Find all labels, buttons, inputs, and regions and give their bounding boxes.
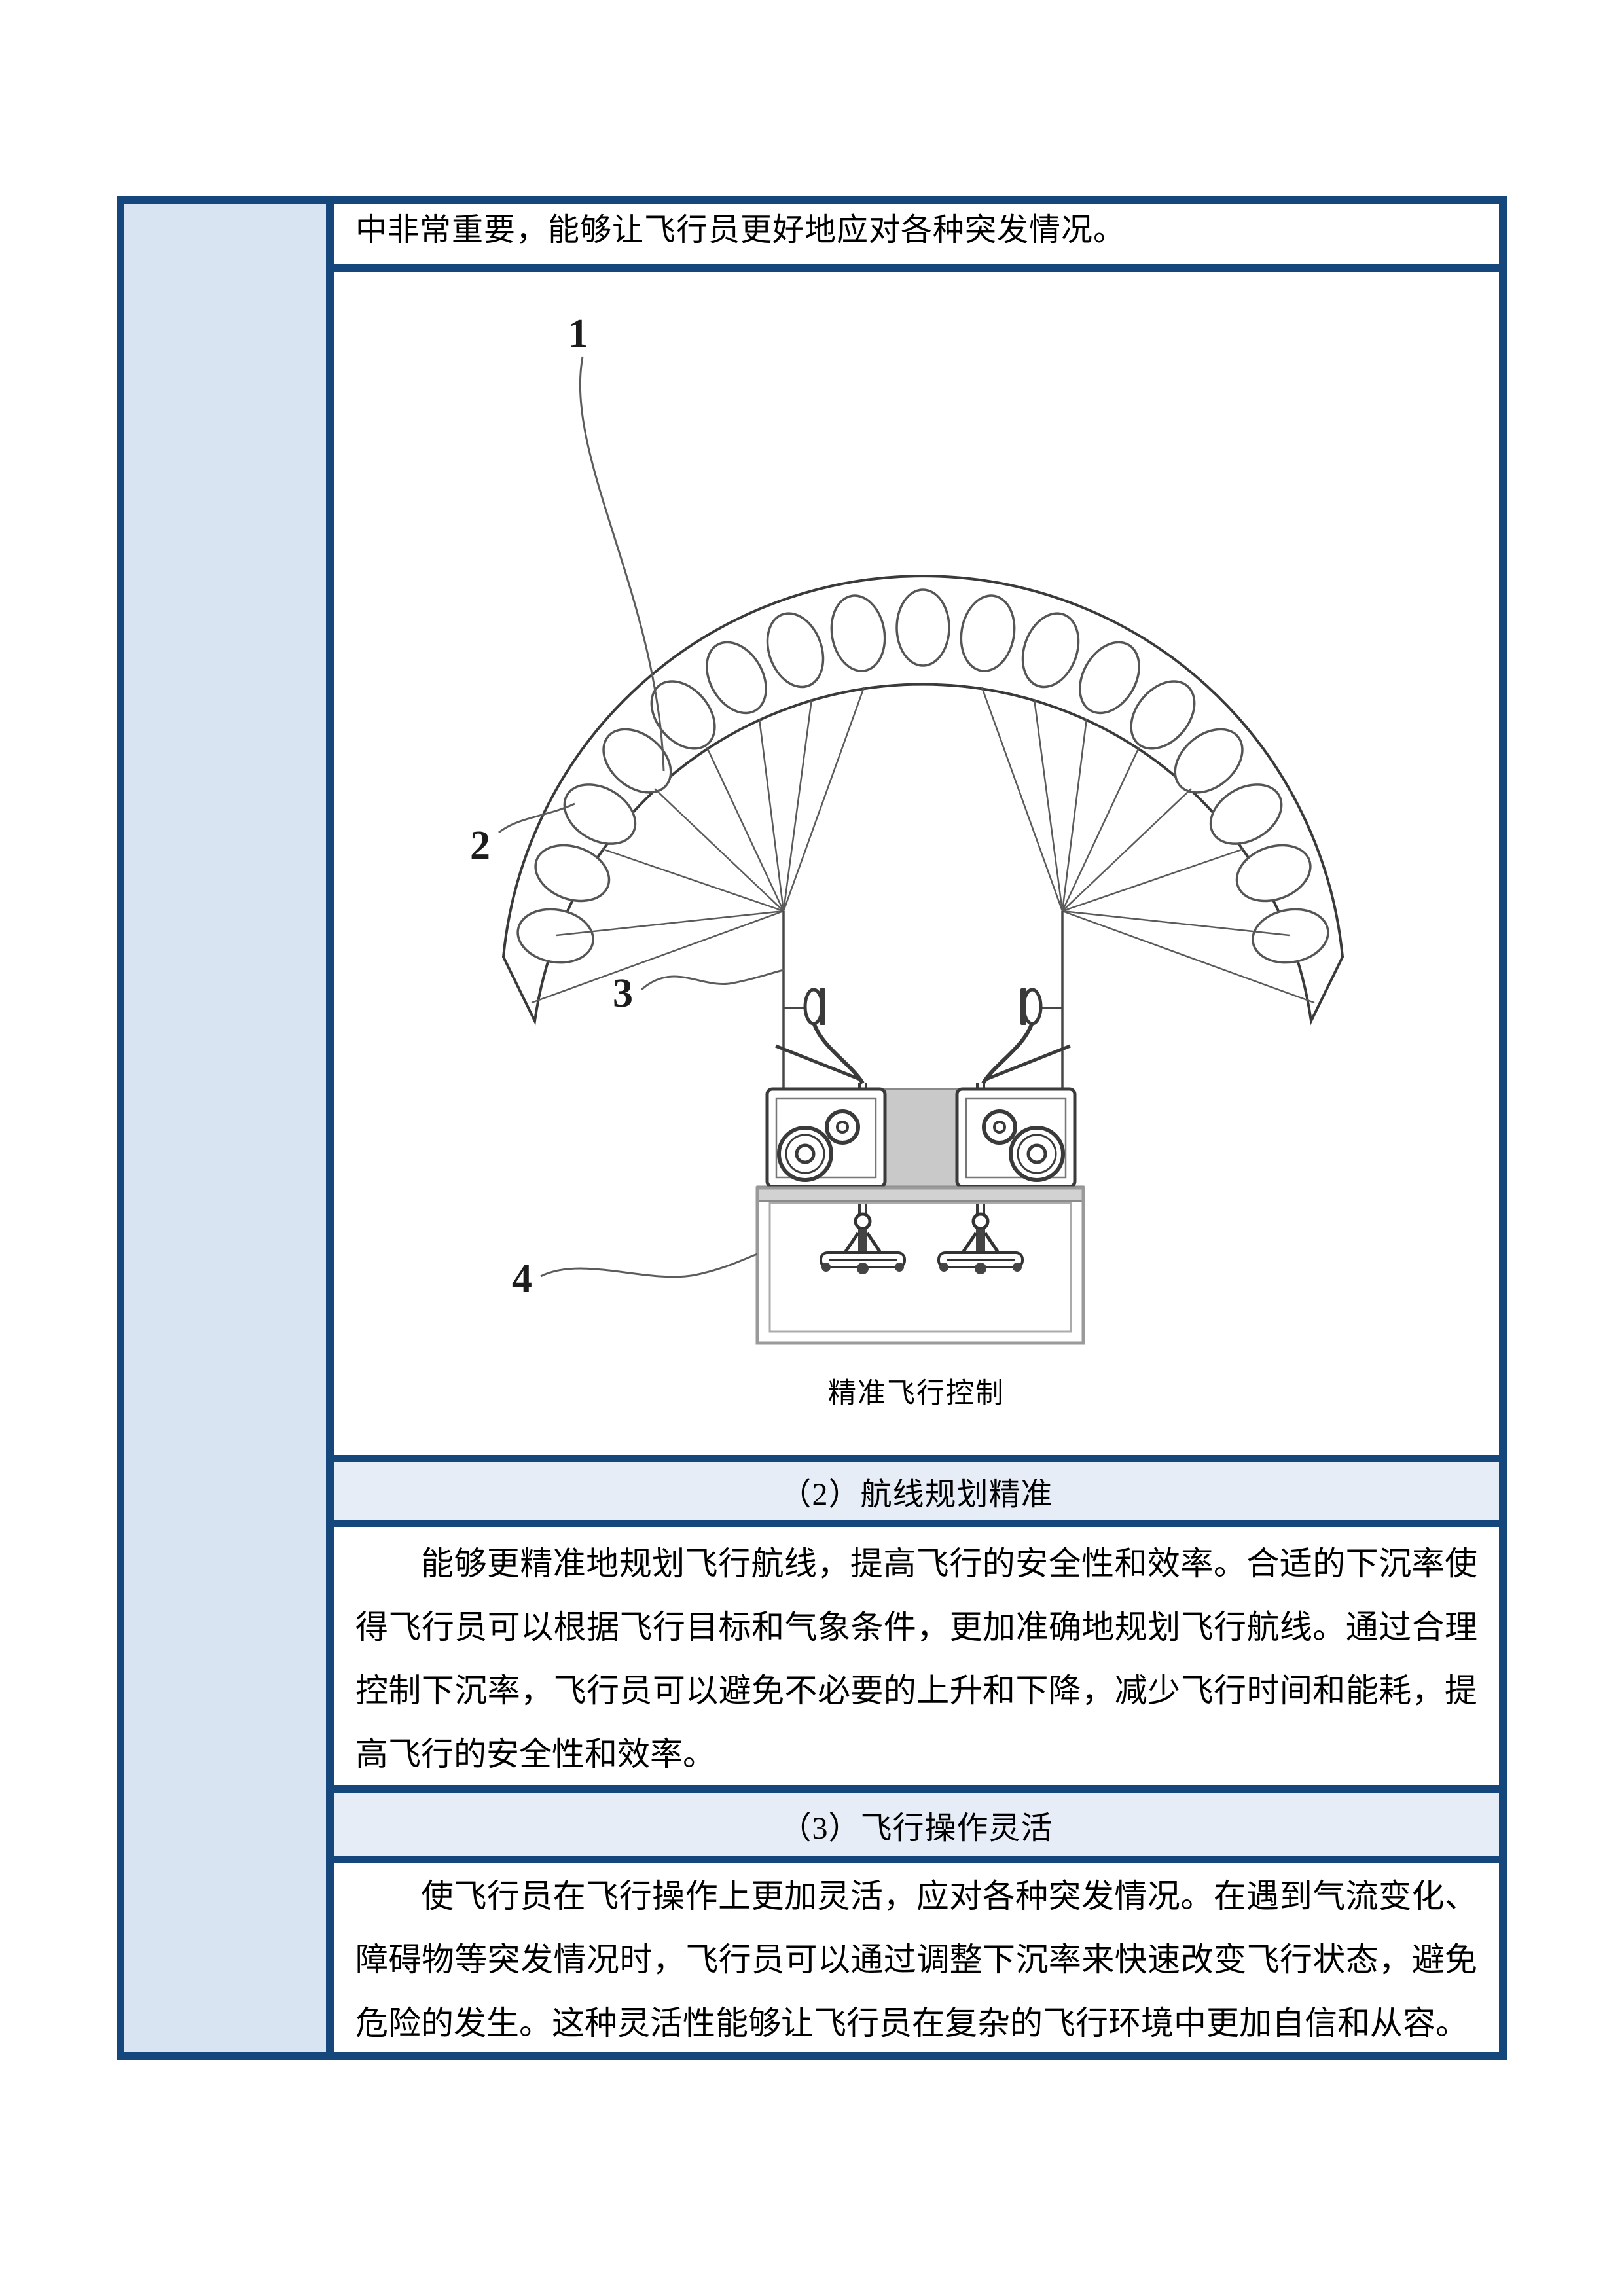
suspension-lines [531,687,1315,1004]
row-divider [326,1520,1499,1527]
row-divider [326,1455,1499,1462]
section-3-body-row: 使飞行员在飞行操作上更加灵活，应对各种突发情况。在遇到气流变化、障碍物等突发情况… [334,1863,1499,2052]
label-3: 3 [613,971,633,1016]
section-2-heading: （2）航线规划精准 [334,1462,1499,1520]
empty-left-column-cell [124,204,326,2052]
label-1: 1 [568,312,588,356]
figure-row: 1 2 3 4 精准飞行控制 [334,272,1499,1455]
section-3-body: 使飞行员在飞行操作上更加灵活，应对各种突发情况。在遇到气流变化、障碍物等突发情况… [355,1878,1477,2041]
canopy-cells [516,588,1329,964]
section-2-body: 能够更精准地规划飞行航线，提高飞行的安全性和效率。合适的下沉率使得飞行员可以根据… [355,1545,1477,1772]
figure-labels: 1 2 3 4 [470,312,784,1301]
parachute-diagram: 1 2 3 4 [470,312,1344,1345]
section-3-heading: （3）飞行操作灵活 [334,1793,1499,1856]
payload-box [755,1186,1085,1345]
table-body: 中非常重要，能够让飞行员更好地应对各种突发情况。 [124,204,1499,2052]
column-divider [326,204,334,2052]
content-table: 中非常重要，能够让飞行员更好地应对各种突发情况。 [117,196,1507,2060]
intro-row: 中非常重要，能够让飞行员更好地应对各种突发情况。 [334,204,1499,264]
figure-caption: 精准飞行控制 [828,1378,1005,1409]
intro-text: 中非常重要，能够让飞行员更好地应对各种突发情况。 [355,213,1126,247]
label-2: 2 [470,823,490,868]
canopy [501,575,1344,1026]
anchor-right [937,1212,1024,1274]
row-divider [326,1856,1499,1863]
row-divider [326,1785,1499,1793]
row-divider [326,264,1499,272]
section-2-body-row: 能够更精准地规划飞行航线，提高飞行的安全性和效率。合适的下沉率使得飞行员可以根据… [334,1527,1499,1785]
anchor-left [820,1212,906,1274]
label-4: 4 [512,1257,532,1301]
winch-mechanism [756,1087,1085,1202]
